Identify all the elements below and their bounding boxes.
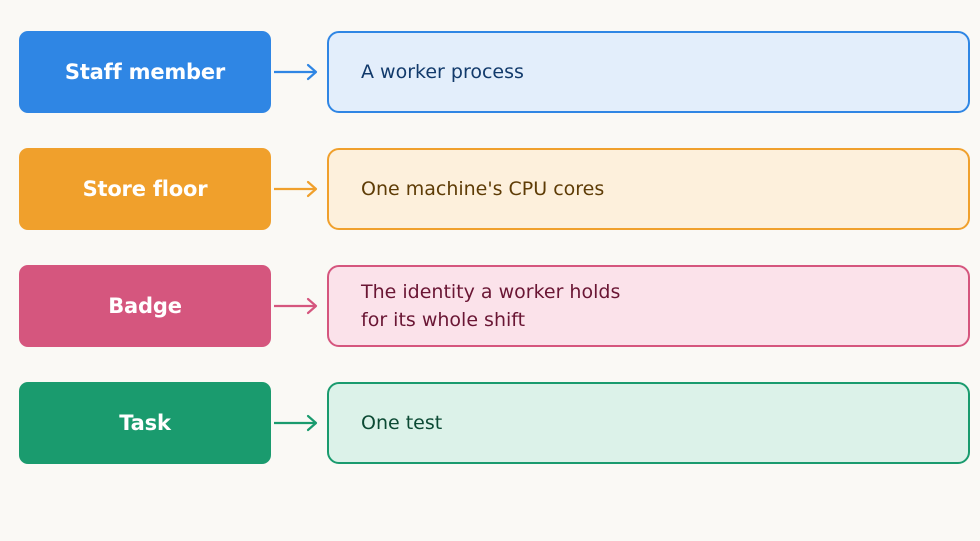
description-box-store-floor: One machine's CPU cores (327, 148, 970, 230)
term-label: Badge (108, 294, 182, 318)
mapping-row-store-floor: Store floor One machine's CPU cores (19, 148, 970, 230)
description-box-task: One test (327, 382, 970, 464)
description-text: The identity a worker holds for its whol… (361, 281, 621, 331)
term-label: Task (119, 411, 171, 435)
description-text: One machine's CPU cores (361, 178, 605, 200)
description-box-badge: The identity a worker holds for its whol… (327, 265, 970, 347)
mapping-row-badge: Badge The identity a worker holds for it… (19, 265, 970, 347)
mapping-row-task: Task One test (19, 382, 970, 464)
arrow-right-icon (274, 63, 318, 81)
term-label: Staff member (64, 60, 226, 84)
arrow-right-icon (274, 180, 318, 198)
description-text: A worker process (361, 61, 524, 83)
term-box-store-floor: Store floor (19, 148, 271, 230)
mapping-row-staff-member: Staff member A worker process (19, 31, 970, 113)
term-box-staff-member: Staff member (19, 31, 271, 113)
arrow-right-icon (274, 414, 318, 432)
term-label: Store floor (82, 177, 208, 201)
term-box-badge: Badge (19, 265, 271, 347)
arrow-right-icon (274, 297, 318, 315)
description-text: One test (361, 412, 443, 434)
term-box-task: Task (19, 382, 271, 464)
description-box-staff-member: A worker process (327, 31, 970, 113)
